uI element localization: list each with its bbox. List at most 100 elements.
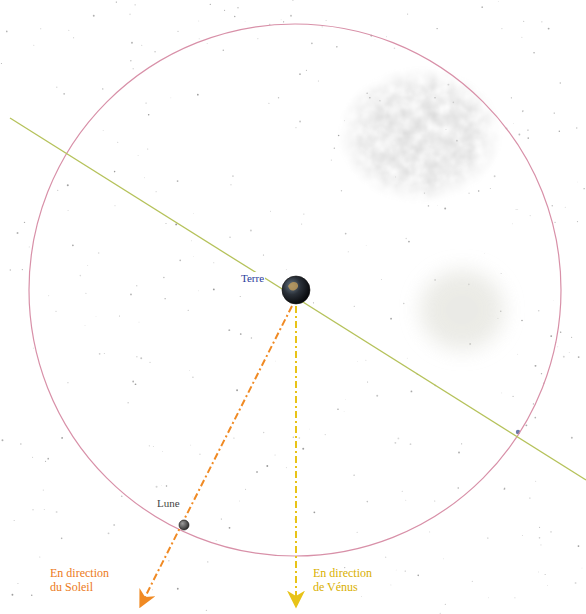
star: [374, 39, 376, 41]
star: [429, 531, 431, 533]
star: [408, 241, 410, 243]
star: [376, 395, 378, 397]
star: [313, 302, 314, 303]
star: [55, 310, 57, 312]
star: [57, 190, 58, 191]
star: [390, 584, 392, 586]
star: [548, 28, 550, 30]
star: [165, 223, 166, 224]
star: [395, 569, 397, 571]
star: [190, 444, 192, 446]
star: [274, 360, 276, 362]
star: [213, 262, 214, 263]
star: [546, 584, 548, 586]
star: [345, 399, 347, 401]
earth-node: Terre: [240, 268, 316, 308]
star: [179, 259, 181, 261]
star: [56, 87, 57, 88]
star: [20, 443, 22, 445]
star: [533, 403, 534, 404]
star: [128, 402, 129, 403]
star: [230, 184, 231, 185]
star: [405, 500, 406, 501]
sun-direction-label: En direction du Soleil: [50, 566, 122, 595]
star: [149, 445, 150, 446]
star: [199, 38, 200, 39]
star: [367, 501, 369, 503]
star: [229, 237, 230, 238]
star: [67, 382, 68, 383]
star: [394, 442, 396, 444]
star: [458, 487, 459, 488]
star: [501, 28, 502, 29]
star: [577, 181, 579, 183]
star: [517, 353, 519, 355]
star: [301, 223, 302, 224]
star: [299, 121, 301, 123]
star: [161, 485, 163, 487]
star: [266, 465, 268, 467]
star: [40, 28, 41, 29]
star: [345, 233, 347, 235]
star: [292, 0, 294, 1]
star: [488, 597, 490, 599]
star: [521, 535, 523, 537]
star: [93, 15, 95, 17]
star: [514, 597, 515, 598]
star: [280, 19, 282, 21]
star: [206, 610, 207, 611]
star: [177, 588, 179, 590]
star: [557, 346, 559, 348]
star: [403, 303, 405, 305]
star: [489, 188, 491, 190]
star: [22, 269, 23, 270]
star: [229, 527, 231, 529]
star: [31, 594, 33, 596]
star: [367, 381, 368, 382]
star: [199, 453, 201, 455]
star: [530, 215, 531, 216]
star: [293, 437, 294, 438]
star: [487, 537, 488, 538]
star: [80, 275, 82, 277]
venus-direction-label: En direction de Vénus: [313, 566, 385, 595]
star: [564, 206, 566, 208]
star: [102, 88, 103, 89]
star: [385, 36, 387, 38]
star: [539, 527, 540, 528]
star: [355, 337, 357, 339]
planet-sphere: [179, 520, 189, 530]
star: [299, 73, 301, 75]
star: [522, 110, 523, 111]
star: [554, 222, 555, 223]
star: [251, 337, 252, 338]
star: [311, 42, 313, 44]
star: [198, 20, 200, 22]
star: [162, 451, 164, 453]
star: [270, 210, 272, 212]
star: [256, 471, 258, 473]
star: [521, 36, 523, 38]
star: [336, 46, 338, 48]
star: [394, 47, 396, 49]
star: [541, 21, 542, 22]
star: [148, 114, 150, 116]
star: [132, 68, 134, 70]
star: [102, 130, 104, 132]
star: [337, 408, 339, 410]
star: [99, 353, 101, 355]
star: [517, 208, 519, 210]
star: [535, 365, 537, 367]
star: [411, 391, 413, 393]
star: [177, 31, 178, 32]
body-label: Lune: [156, 497, 181, 510]
star: [343, 410, 345, 412]
star: [43, 508, 45, 510]
star: [326, 20, 327, 21]
moon-node: Lune: [156, 493, 196, 533]
star: [129, 14, 131, 16]
star: [197, 94, 199, 96]
star: [163, 277, 165, 279]
star: [156, 486, 158, 488]
